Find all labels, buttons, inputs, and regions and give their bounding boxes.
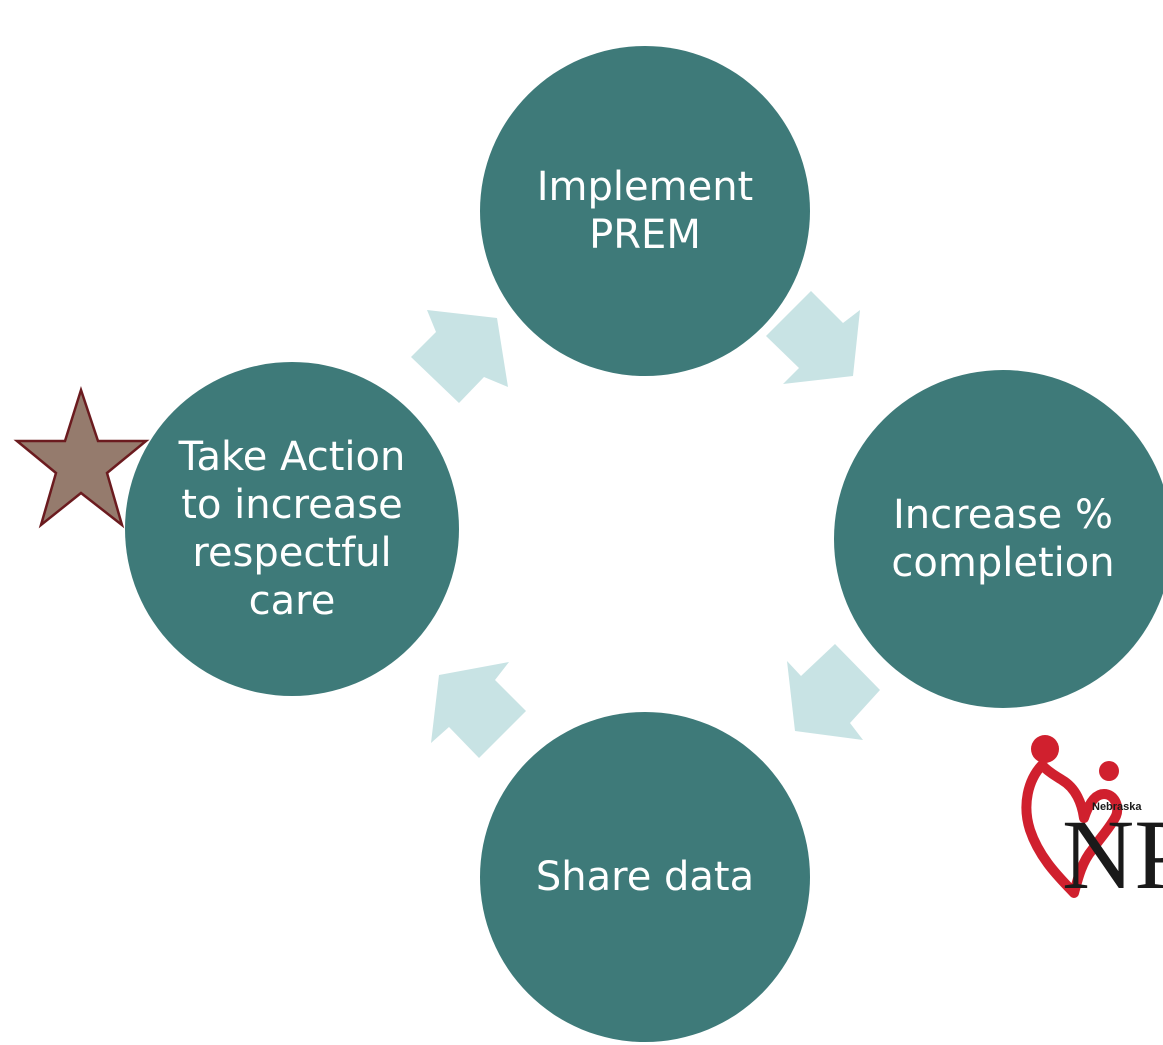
step-take-action: Take Action to increase respectful care [125, 362, 459, 696]
arrow-top-to-right [766, 291, 860, 384]
arrow-bottom-to-left [431, 662, 526, 758]
arrow-right-to-bottom [787, 644, 880, 740]
step-label: Increase % completion [891, 492, 1115, 586]
step-label: Share data [535, 854, 755, 900]
step-label: Take Action to increase respectful care [178, 434, 406, 624]
logo-caption: Nebraska [1092, 801, 1142, 813]
star-icon [13, 385, 150, 529]
step-share-data: Share data [480, 712, 810, 1042]
logo-dot-small [1099, 761, 1119, 781]
arrow-left-to-top [411, 310, 508, 403]
logo-heart [1021, 760, 1123, 898]
nebraska-logo: Nebraska NP [1021, 735, 1163, 910]
logo-letters: NP [1062, 799, 1163, 910]
step-increase-completion: Increase % completion [834, 370, 1163, 708]
logo-dot-large [1031, 735, 1059, 763]
step-label: Implement PREM [536, 164, 754, 258]
step-implement-prem: Implement PREM [480, 46, 810, 376]
